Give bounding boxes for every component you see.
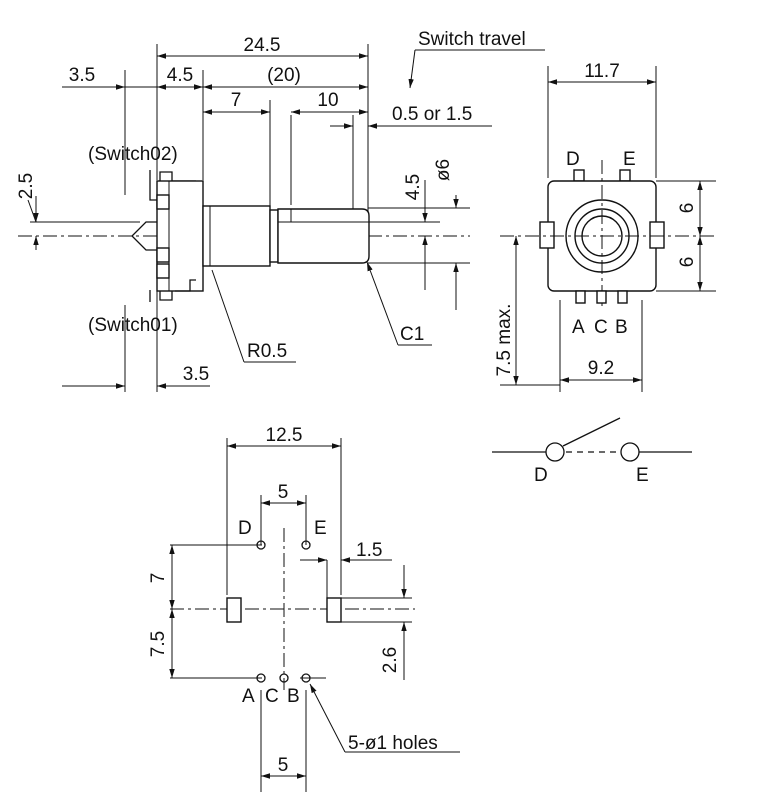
terminal-e-circle <box>620 442 640 462</box>
shaft <box>277 208 370 264</box>
switch-travel-value: 0.5 or 1.5 <box>392 104 472 125</box>
switch02-label: (Switch02) <box>88 144 178 165</box>
pcb-hole-d: D <box>238 518 252 539</box>
pin-c <box>596 290 607 304</box>
terminal-d: D <box>534 465 548 486</box>
dim-24-5: 24.5 <box>244 35 281 56</box>
front-pin-e: E <box>623 149 636 170</box>
side-tab-right <box>649 221 665 249</box>
pcb-hole-c: C <box>265 686 279 707</box>
dim-11-7: 11.7 <box>584 61 620 82</box>
dim-line <box>27 199 37 223</box>
switch-travel-label: Switch travel <box>418 29 526 50</box>
shaft-collar <box>269 209 279 263</box>
front-view: 11.7 D E A C B 6 6 7.5 max. <box>494 61 718 392</box>
dim-phi6: ø6 <box>433 159 454 181</box>
switch02-pin <box>159 171 173 181</box>
pin-d <box>573 169 585 182</box>
pin-a <box>575 290 586 304</box>
pcb-dim-7: 7 <box>148 573 169 584</box>
front-pin-a: A <box>572 317 585 338</box>
r-leader <box>211 269 245 363</box>
leader-arrow <box>408 49 416 89</box>
pcb-dim-12-5: 12.5 <box>266 425 303 446</box>
switch01-pin <box>159 291 173 301</box>
terminal-d-circle <box>545 442 565 462</box>
dim-3-5-top: 3.5 <box>69 65 95 86</box>
pcb-dim-1-5: 1.5 <box>356 540 382 561</box>
c-leader <box>366 261 399 346</box>
dim-6-top: 6 <box>677 203 698 214</box>
switch01-label: (Switch01) <box>88 315 178 336</box>
dim-9-2: 9.2 <box>588 358 614 379</box>
dim-6-bottom: 6 <box>677 257 698 268</box>
holes-leader <box>309 683 346 753</box>
housing-tab <box>156 247 170 263</box>
pcb-hole-b: B <box>287 686 300 707</box>
hole-a <box>256 673 266 683</box>
c-label: C1 <box>400 324 424 345</box>
front-pin-b: B <box>615 317 628 338</box>
pcb-dim-2-6: 2.6 <box>380 647 401 673</box>
dim-2-5: 2.5 <box>16 173 37 199</box>
housing-tab <box>156 194 170 210</box>
r-label: R0.5 <box>247 341 287 362</box>
pcb-hole-e: E <box>314 518 327 539</box>
dim-7-5-max: 7.5 max. <box>494 304 515 377</box>
hole-d <box>256 540 266 550</box>
switch01-bend <box>175 279 196 292</box>
dim-7: 7 <box>231 90 242 111</box>
side-tab-left <box>539 221 555 249</box>
slot-right <box>326 597 342 623</box>
pin-b <box>617 290 628 304</box>
hole-c <box>279 673 289 683</box>
shaft-tail <box>131 221 157 251</box>
switch02-lead <box>149 170 157 201</box>
terminal-e: E <box>636 465 649 486</box>
pcb-dim-5-top: 5 <box>278 482 289 503</box>
dim-3-5-bottom: 3.5 <box>183 364 209 385</box>
dim-4-5-shaft: 4.5 <box>403 174 424 200</box>
slot-left <box>226 597 242 623</box>
pcb-dim-5-bottom: 5 <box>278 755 289 776</box>
pcb-holes-label: 5-ø1 holes <box>348 733 438 754</box>
pcb-dim-7-5: 7.5 <box>148 631 169 657</box>
dim-10: 10 <box>317 90 338 111</box>
dim-4-5: 4.5 <box>167 65 193 86</box>
side-view: 24.5 3.5 4.5 (20) 7 10 Switch travel 0.5… <box>16 29 545 392</box>
switch-arm <box>562 417 621 447</box>
front-pin-d: D <box>566 149 580 170</box>
bushing <box>202 205 271 267</box>
switch-symbol: D E <box>492 417 692 486</box>
dim-20: (20) <box>267 65 301 86</box>
pcb-layout: 12.5 5 D E 1.5 7 7.5 2.6 <box>148 425 460 792</box>
pcb-hole-a: A <box>242 686 255 707</box>
pin-e <box>619 169 631 182</box>
hole-e <box>301 540 311 550</box>
housing-tab <box>156 263 170 279</box>
front-pin-c: C <box>594 317 608 338</box>
